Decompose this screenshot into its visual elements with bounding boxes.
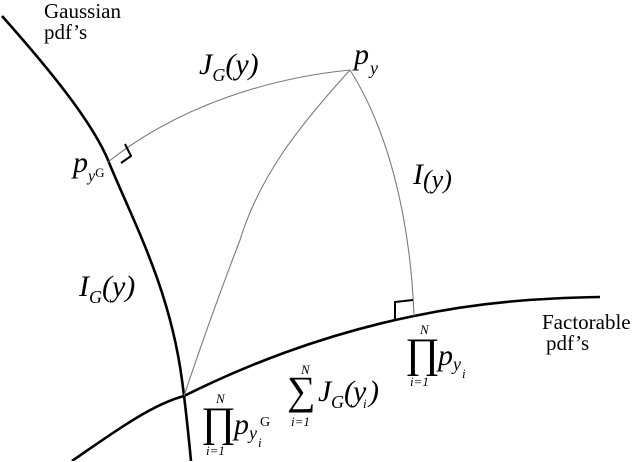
prod-yiG-lower: i=1	[206, 443, 225, 458]
point-prod-p-yi: N ∏ i=1 p y i	[402, 322, 466, 393]
prod-yiG-sub: y	[249, 423, 257, 443]
point-p-y: py	[354, 38, 378, 78]
JG-arg: (y)	[225, 48, 259, 81]
p-yG-sub2: G	[95, 165, 105, 180]
sum-operator: ∑	[287, 368, 316, 413]
prod-yi-lower: i=1	[410, 374, 429, 389]
factorable-manifold-curve	[71, 295, 601, 461]
gaussian-manifold-curve	[1, 15, 193, 461]
IG-arg: (y)	[102, 270, 136, 303]
geodesic-JG	[107, 69, 351, 163]
distance-sum-JG-yi: N ∑ i=1 J G ( y i )	[287, 363, 387, 433]
sum-upper: N	[301, 362, 310, 377]
right-angle-marker-gaussian	[120, 143, 133, 164]
geodesic-middle	[183, 69, 351, 397]
prod-yiG-subsub: i	[258, 435, 262, 450]
distance-IG-y: IG(y)	[79, 270, 136, 307]
p-y-sub: y	[370, 58, 378, 78]
geodesic-I	[349, 69, 415, 317]
prod-yi-operator: ∏	[405, 331, 440, 377]
prod-yiG-upper: N	[216, 391, 225, 406]
sum-arg-var: y	[353, 375, 367, 408]
I-arg: (y)	[423, 165, 452, 194]
prod-yiG-sup: G	[260, 415, 271, 430]
p-yG-sub: y	[88, 168, 96, 185]
sum-arg-sub: i	[363, 396, 367, 411]
prod-yi-subsub: i	[462, 366, 466, 381]
I-base: I	[413, 158, 423, 191]
sum-J-base: J	[318, 375, 332, 408]
JG-sub: G	[212, 65, 226, 85]
sum-arg-open: (	[344, 375, 354, 408]
factorable-label-line2: pdf’s	[546, 331, 590, 355]
sum-arg-close: )	[369, 375, 379, 408]
JG-base: J	[199, 48, 213, 81]
point-prod-p-yiG: N ∏ i=1 p y i G	[200, 392, 280, 462]
point-p-yG: pyG	[73, 146, 105, 185]
gaussian-label-line1: Gaussian	[44, 0, 121, 23]
distance-JG-y: JG(y)	[199, 48, 259, 85]
p-y-base: p	[354, 38, 369, 71]
prod-yiG-operator: ∏	[201, 400, 236, 446]
prod-yi-sub: y	[453, 354, 461, 374]
distance-I-y: I(y)	[413, 158, 452, 193]
p-yG-base: p	[73, 146, 88, 179]
sum-lower: i=1	[291, 414, 310, 429]
IG-base: I	[79, 270, 89, 303]
prod-yiG-base: p	[234, 408, 249, 441]
gaussian-label-line2: pdf’s	[44, 20, 88, 44]
factorable-label-line1: Factorable	[542, 310, 631, 334]
prod-yi-base: p	[438, 339, 453, 372]
prod-yi-upper: N	[420, 322, 429, 337]
right-angle-marker-factorable	[394, 299, 414, 321]
IG-sub: G	[89, 287, 102, 307]
sum-J-sub: G	[331, 392, 344, 412]
